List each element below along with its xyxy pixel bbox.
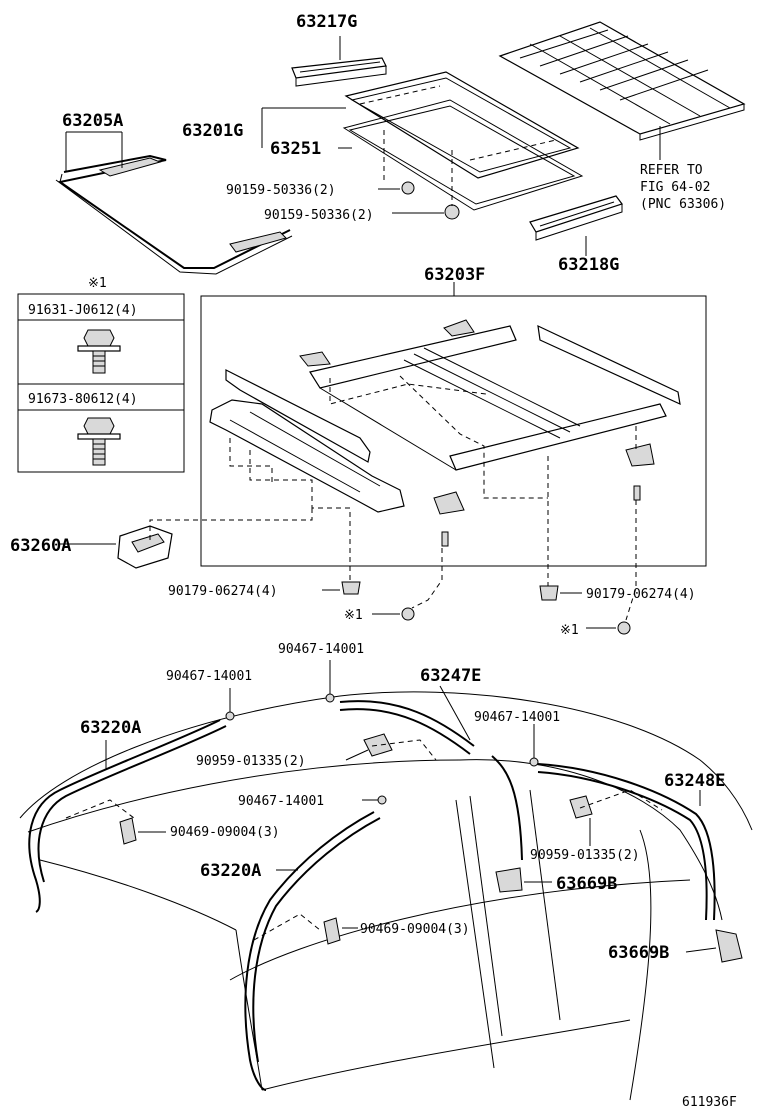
drain-hose-63220A-front-left <box>28 719 227 913</box>
label-63217G: 63217G <box>296 12 357 32</box>
label-63220A-b: 63220A <box>200 861 261 881</box>
grommet-90467-a <box>225 711 235 721</box>
drain-hose-63247E <box>339 700 523 861</box>
label-refer-3: (PNC 63306) <box>640 197 726 212</box>
figure-id: 611936F <box>682 1095 737 1110</box>
label-90179-b: 90179-06274(4) <box>586 587 696 602</box>
label-63248E: 63248E <box>664 771 725 791</box>
label-63201G: 63201G <box>182 121 243 141</box>
check-valve-63669B-1 <box>495 867 523 893</box>
grommet-90467-c <box>529 757 539 767</box>
clamp-90469-1 <box>119 817 137 845</box>
label-note-1-b: ※1 <box>560 623 579 638</box>
label-90959-a: 90959-01335(2) <box>196 754 306 769</box>
label-90469-a: 90469-09004(3) <box>170 825 280 840</box>
car-body-outline <box>19 691 753 1101</box>
bolt-note-2 <box>617 621 631 635</box>
drain-hose-63248E <box>537 763 716 921</box>
clip-90179-2 <box>539 585 559 601</box>
grommet-90467-b <box>325 693 335 703</box>
drain-hose-63220A-front-right <box>244 811 381 1091</box>
label-note-1-a: ※1 <box>344 608 363 623</box>
clip-90959-2 <box>569 795 593 819</box>
clip-90179-1 <box>341 581 361 595</box>
housing-assembly-63203F <box>209 319 681 547</box>
label-90159-b: 90159-50336(2) <box>264 208 374 223</box>
bolt-icon-91673 <box>77 417 121 466</box>
bolt-90159-1 <box>401 181 415 195</box>
label-90959-b: 90959-01335(2) <box>530 848 640 863</box>
check-valve-63669B-2 <box>715 929 743 963</box>
label-63203F: 63203F <box>424 265 485 285</box>
bolt-icon-91631 <box>77 329 121 374</box>
sunshade-panel <box>498 21 746 141</box>
label-90467-b: 90467-14001 <box>166 669 252 684</box>
bolt-90159-2 <box>444 204 460 220</box>
label-63251: 63251 <box>270 139 321 159</box>
label-90467-c: 90467-14001 <box>474 710 560 725</box>
label-90159-a: 90159-50336(2) <box>226 183 336 198</box>
frame-63205A <box>55 154 293 275</box>
clip-90959-1 <box>363 733 393 757</box>
strip-63218G <box>529 195 623 241</box>
label-90469-b: 90469-09004(3) <box>360 922 470 937</box>
label-63669B-a: 63669B <box>556 874 617 894</box>
label-90467-d: 90467-14001 <box>238 794 324 809</box>
label-refer-1: REFER TO <box>640 163 703 178</box>
weatherstrip-63251 <box>342 99 584 211</box>
clamp-90469-2 <box>323 917 341 945</box>
label-90179-a: 90179-06274(4) <box>168 584 278 599</box>
label-63218G: 63218G <box>558 255 619 275</box>
label-63247E: 63247E <box>420 666 481 686</box>
sunroof-motor-63260A <box>117 525 173 569</box>
bolt-legend-box <box>17 293 185 473</box>
label-63669B-b: 63669B <box>608 943 669 963</box>
grommet-90467-d <box>377 795 387 805</box>
label-63205A: 63205A <box>62 111 123 131</box>
label-63260A: 63260A <box>10 536 71 556</box>
label-63220A-a: 63220A <box>80 718 141 738</box>
deflector-strip-63217G <box>291 57 387 87</box>
bolt-note-1 <box>401 607 415 621</box>
label-refer-2: FIG 64-02 <box>640 180 710 195</box>
label-note-1: ※1 <box>88 276 107 291</box>
glass-panel-63201G <box>344 71 580 179</box>
label-90467-a: 90467-14001 <box>278 642 364 657</box>
label-91631: 91631-J0612(4) <box>28 303 138 318</box>
label-91673: 91673-80612(4) <box>28 392 138 407</box>
